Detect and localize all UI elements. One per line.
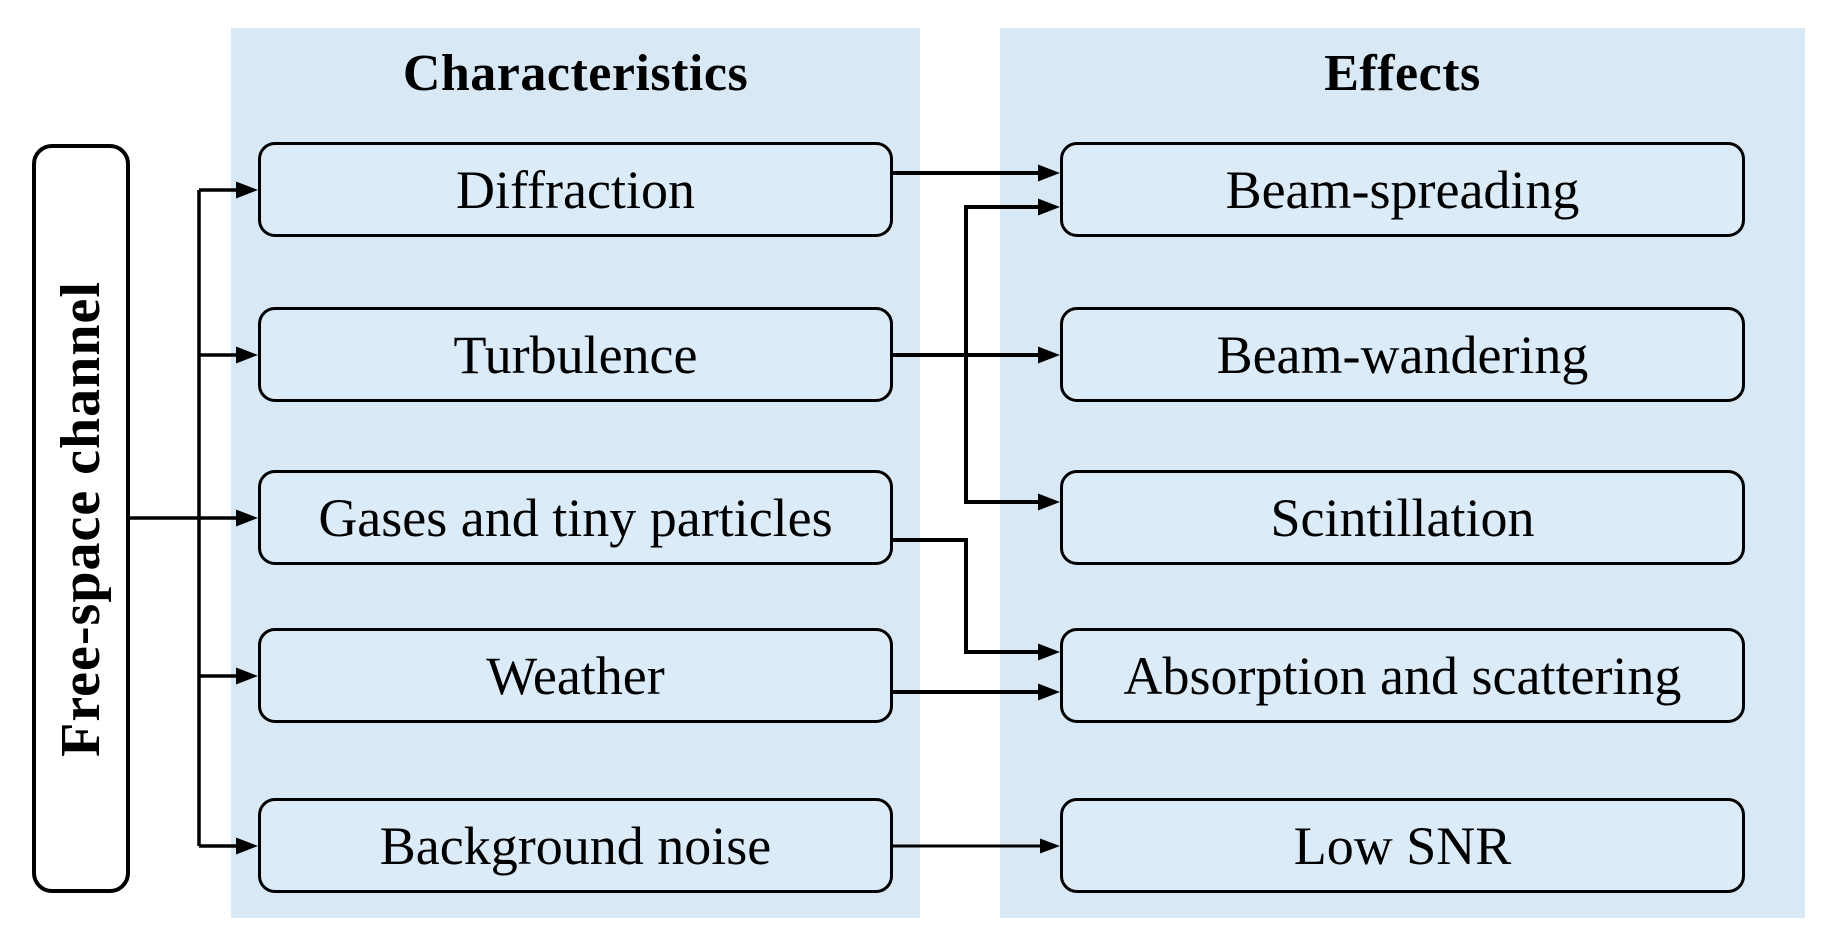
node-scintillation-label: Scintillation	[1270, 487, 1535, 548]
free-space-channel-label: Free-space channel	[50, 280, 113, 757]
node-diffraction-label: Diffraction	[456, 159, 695, 220]
node-low-snr: Low SNR	[1060, 798, 1745, 893]
arrowhead-beam-wandering	[1038, 346, 1060, 364]
effect-lines	[893, 171, 1040, 694]
node-background-noise: Background noise	[258, 798, 893, 893]
node-diffraction: Diffraction	[258, 142, 893, 237]
node-background-noise-label: Background noise	[379, 815, 772, 876]
source-fanout-lines	[130, 188, 238, 848]
arrowhead-beam-spreading-1	[1038, 164, 1060, 182]
node-turbulence: Turbulence	[258, 307, 893, 402]
characteristics-column-title: Characteristics	[402, 44, 749, 102]
line-gases-to-absorption	[893, 538, 1040, 654]
line-turbulence-branch	[964, 205, 1040, 504]
arrowhead-low-snr	[1040, 838, 1060, 854]
effects-column-title: Effects	[1324, 44, 1481, 102]
node-gases-and-tiny-particles: Gases and tiny particles	[258, 470, 893, 565]
node-weather: Weather	[258, 628, 893, 723]
node-weather-label: Weather	[486, 645, 665, 706]
fanout-arrowheads	[236, 181, 258, 855]
arrowhead-weather	[236, 667, 258, 685]
effect-arrowheads	[1038, 164, 1060, 854]
arrowhead-gases	[236, 509, 258, 527]
node-absorption-and-scattering: Absorption and scattering	[1060, 628, 1745, 723]
node-beam-wandering-label: Beam-wandering	[1216, 324, 1589, 385]
arrowhead-background-noise	[236, 837, 258, 855]
node-gases-label: Gases and tiny particles	[318, 487, 833, 548]
arrowhead-diffraction	[236, 181, 258, 199]
arrowhead-turbulence	[236, 346, 258, 364]
arrowhead-beam-spreading-2	[1038, 198, 1060, 216]
node-turbulence-label: Turbulence	[453, 324, 698, 385]
node-beam-spreading: Beam-spreading	[1060, 142, 1745, 237]
node-low-snr-label: Low SNR	[1293, 815, 1512, 876]
node-scintillation: Scintillation	[1060, 470, 1745, 565]
node-absorption-label: Absorption and scattering	[1123, 645, 1682, 706]
node-beam-spreading-label: Beam-spreading	[1225, 159, 1580, 220]
free-space-channel-box: Free-space channel	[32, 144, 130, 893]
arrowhead-absorption-1	[1038, 643, 1060, 661]
node-beam-wandering: Beam-wandering	[1060, 307, 1745, 402]
arrowhead-absorption-2	[1038, 683, 1060, 701]
arrowhead-scintillation	[1038, 493, 1060, 511]
